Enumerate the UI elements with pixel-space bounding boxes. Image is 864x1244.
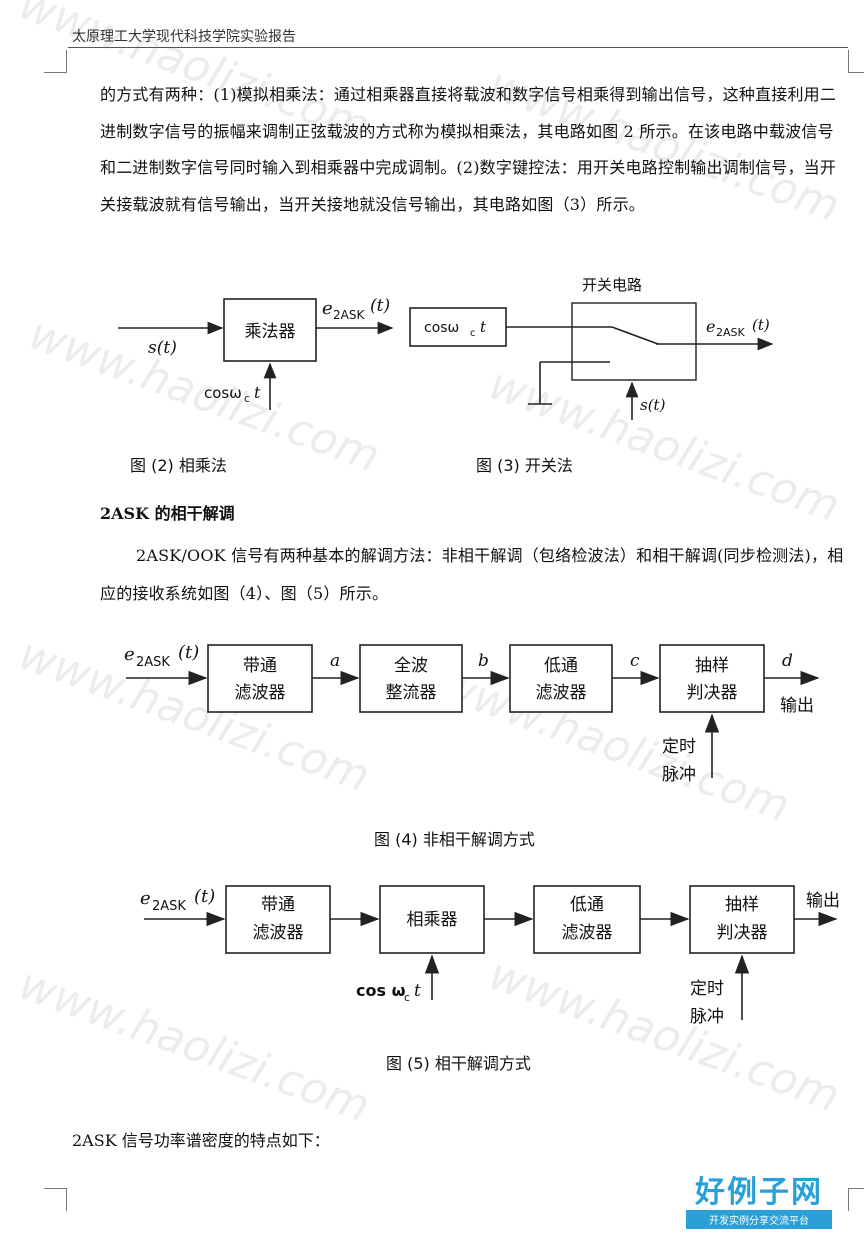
site-logo-sub: 开发实例分享交流平台 bbox=[686, 1210, 832, 1229]
fig4-caption: 图 (4) 非相干解调方式 bbox=[374, 830, 535, 849]
page-corner-mark bbox=[848, 50, 864, 73]
fig4-block2-line1: 全波 bbox=[394, 656, 428, 676]
fig2-caption: 图 (2) 相乘法 bbox=[130, 456, 227, 475]
fig3-switch-title: 开关电路 bbox=[582, 276, 642, 294]
fig4-block4-line1: 抽样 bbox=[695, 656, 729, 676]
fig2-output-sub: 2ASK bbox=[333, 308, 365, 322]
report-header-title: 太原理工大学现代科技学院实验报告 bbox=[72, 29, 296, 45]
fig3-caption: 图 (3) 开关法 bbox=[476, 456, 573, 475]
fig3-switch-blade bbox=[611, 326, 659, 345]
fig4-lowpass-block bbox=[509, 644, 613, 713]
fig2-output-t: (t) bbox=[370, 296, 390, 316]
fig2-output-e: e bbox=[322, 298, 333, 319]
fig4-rectifier-block bbox=[359, 644, 463, 713]
fig5-input-t: (t) bbox=[194, 886, 215, 907]
fig5-lowpass-block bbox=[533, 885, 641, 954]
fig3-output-t: (t) bbox=[752, 316, 770, 334]
fig3-carrier-t: t bbox=[480, 318, 487, 336]
fig5-block4-line2: 判决器 bbox=[717, 923, 768, 943]
header-rule bbox=[68, 47, 848, 48]
fig2-carrier-t: t bbox=[254, 383, 261, 402]
fig5-carrier-label: cos ω bbox=[356, 981, 406, 1000]
fig4-node-b: b bbox=[478, 651, 489, 671]
psd-paragraph: 2ASK 信号功率谱密度的特点如下： bbox=[72, 1131, 330, 1150]
fig5-block2-line1: 相乘器 bbox=[407, 910, 458, 930]
fig4-node-a: a bbox=[330, 651, 340, 671]
fig4-block4-line2: 判决器 bbox=[687, 683, 738, 703]
fig4-input-e: e bbox=[124, 644, 135, 665]
fig5-clock-line1: 定时 bbox=[690, 979, 724, 999]
fig3-output-sub: 2ASK bbox=[716, 326, 746, 339]
fig3-control-label: s(t) bbox=[640, 396, 666, 414]
fig4-input-sub: 2ASK bbox=[136, 655, 170, 670]
intro-paragraph: 的方式有两种：(1)模拟相乘法：通过相乘器直接将载波和数字信号相乘得到输出信号，… bbox=[100, 85, 837, 214]
fig2-input-label: s(t) bbox=[148, 338, 177, 358]
fig4-clock-line1: 定时 bbox=[662, 737, 696, 757]
fig5-carrier-sub: c bbox=[404, 991, 410, 1004]
fig5-output-label: 输出 bbox=[806, 891, 840, 911]
fig4-block2-line2: 整流器 bbox=[386, 683, 437, 703]
fig5-clock-line2: 脉冲 bbox=[690, 1007, 724, 1027]
fig4-block3-line2: 滤波器 bbox=[536, 683, 587, 703]
page-corner-mark bbox=[44, 1188, 67, 1211]
fig4-block1-line1: 带通 bbox=[243, 656, 277, 676]
fig5-input-sub: 2ASK bbox=[152, 899, 186, 914]
fig4-bandpass-block bbox=[207, 644, 313, 713]
section-heading: 2ASK 的相干解调 bbox=[100, 504, 235, 523]
demod-paragraph: 2ASK/OOK 信号有两种基本的解调方法：非相干解调（包络检波法）和相干解调(… bbox=[100, 537, 852, 613]
fig5-block3-line1: 低通 bbox=[570, 895, 604, 915]
site-logo: 好例子网 开发实例分享交流平台 bbox=[686, 1176, 832, 1229]
fig4-input-t: (t) bbox=[178, 642, 199, 663]
fig4-output-label: 输出 bbox=[780, 696, 814, 716]
page-corner-mark bbox=[848, 1188, 864, 1211]
fig4-block3-line1: 低通 bbox=[544, 656, 578, 676]
fig2-multiplier-label: 乘法器 bbox=[245, 322, 296, 342]
fig4-clock-line2: 脉冲 bbox=[662, 765, 696, 785]
fig2-multiplier-block bbox=[223, 298, 317, 362]
page-corner-mark bbox=[44, 50, 67, 73]
fig5-block4-line1: 抽样 bbox=[725, 895, 759, 915]
fig5-bandpass-block bbox=[225, 885, 331, 954]
fig2-carrier-sub: c bbox=[244, 392, 250, 405]
fig3-output-e: e bbox=[706, 317, 715, 336]
fig3-carrier-block bbox=[409, 307, 507, 347]
fig3-switch-box bbox=[571, 302, 697, 381]
fig2-carrier-label: cosω bbox=[204, 384, 242, 402]
fig3-carrier-label: cosω bbox=[424, 320, 459, 336]
fig5-block1-line2: 滤波器 bbox=[253, 923, 304, 943]
fig4-block1-line2: 滤波器 bbox=[235, 683, 286, 703]
fig5-block3-line2: 滤波器 bbox=[562, 923, 613, 943]
fig4-node-d: d bbox=[782, 651, 793, 671]
fig5-sampler-block bbox=[689, 885, 795, 954]
fig5-block1-line1: 带通 bbox=[261, 895, 295, 915]
fig4-node-c: c bbox=[630, 651, 640, 671]
fig5-carrier-t: t bbox=[414, 981, 421, 1001]
fig5-input-e: e bbox=[140, 888, 151, 909]
fig5-caption: 图 (5) 相干解调方式 bbox=[386, 1054, 531, 1073]
demod-paragraph-text: 2ASK/OOK 信号有两种基本的解调方法：非相干解调（包络检波法）和相干解调(… bbox=[100, 546, 844, 603]
fig3-carrier-sub: c bbox=[470, 328, 476, 339]
site-logo-main: 好例子网 bbox=[695, 1175, 823, 1210]
